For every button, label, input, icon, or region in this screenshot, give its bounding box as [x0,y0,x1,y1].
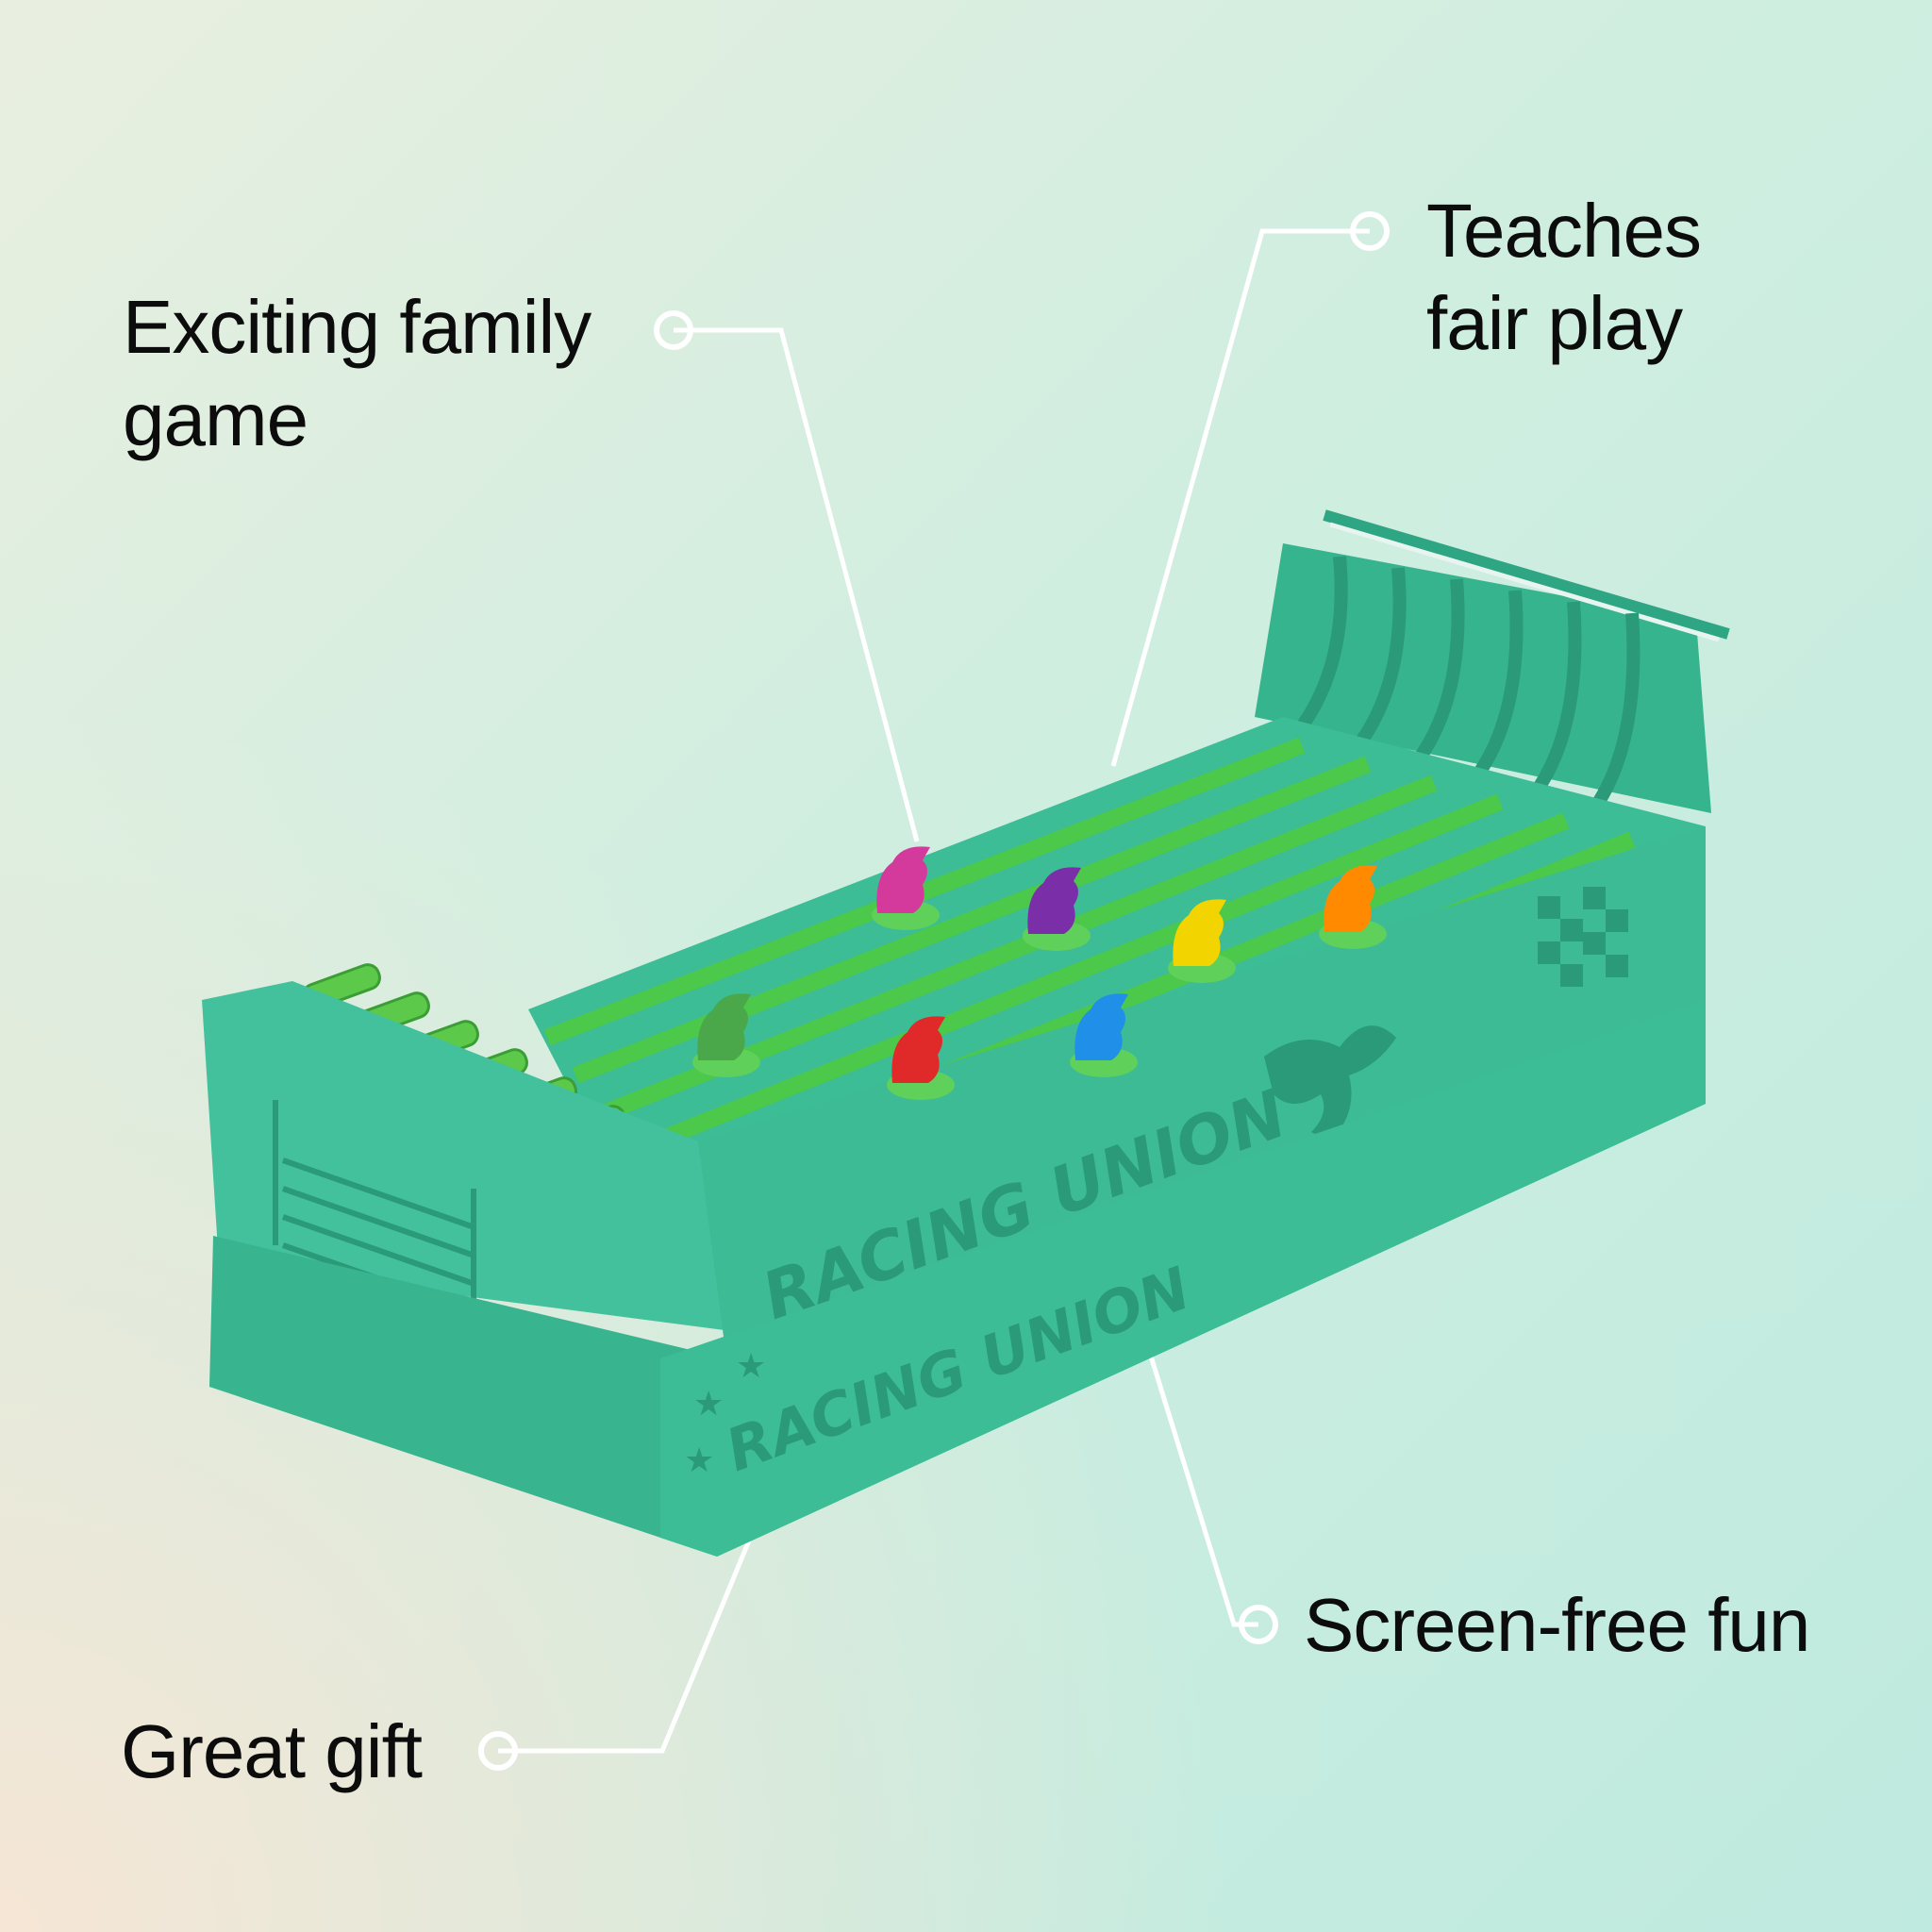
connector-dot-gift [478,1731,518,1771]
yellow-horse-piece [1168,899,1236,983]
base-front [660,1000,1706,1557]
callout-family-game: Exciting family game [123,285,591,461]
pink-horse-piece [872,846,940,930]
front-side-panel [698,826,1706,1358]
green-horse-piece [692,993,760,1077]
purple-horse-piece [1023,867,1091,951]
svg-text:★: ★ [684,1441,714,1480]
left-end-panel [202,981,724,1330]
horse-rider-silhouette-icon [1264,1025,1396,1141]
finish-bar [1323,509,1730,640]
svg-text:★: ★ [693,1385,724,1424]
connector-family [674,327,920,842]
callout-great-gift: Great gift [121,1709,423,1793]
connector-gift [498,1480,776,1754]
connector-dot-screen-free [1239,1605,1278,1644]
connector-dot-family [654,310,693,350]
svg-text:★: ★ [736,1347,766,1386]
racing-game-board: RACING UNION RACING UNION ★★★ [202,509,1730,1557]
checkered-flag-icon [1538,887,1628,987]
callout-connectors [478,211,1390,1771]
finish-wall [1255,543,1711,813]
connector-fair-play [1110,228,1370,767]
connector-dot-fair-play [1350,211,1390,251]
orange-horse-piece [1319,865,1387,949]
finish-bar-highlight [1329,522,1720,642]
callout-fair-play: Teaches fair play [1426,189,1702,365]
horse-pieces [692,846,1387,1100]
star-decorations: ★ ★ ★ [684,1347,766,1480]
connector-screen-free [1125,1282,1258,1627]
callout-screen-free: Screen-free fun [1304,1583,1810,1667]
red-horse-piece [887,1016,955,1100]
blue-horse-piece [1070,993,1138,1077]
